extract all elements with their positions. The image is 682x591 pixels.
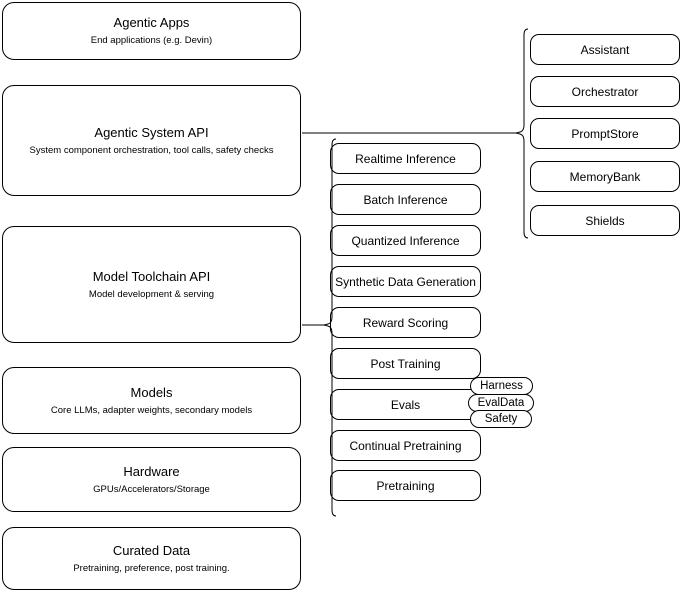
layer-hardware[interactable]: Hardware GPUs/Accelerators/Storage [2,447,301,512]
layer-agentic-system-api[interactable]: Agentic System API System component orch… [2,85,301,196]
toolchain-component-batch-inference[interactable]: Batch Inference [330,184,481,215]
pill-label: Harness [480,379,523,392]
layer-subtitle: End applications (e.g. Devin) [90,35,213,46]
layer-title: Hardware [123,463,180,479]
chip-label: Shields [585,213,625,228]
chip-label: Realtime Inference [355,151,456,166]
layer-title: Models [130,384,173,400]
layer-subtitle: Model development & serving [88,288,215,300]
chip-label: Reward Scoring [362,315,449,330]
system-component-promptstore[interactable]: PromptStore [530,118,680,149]
chip-label: Continual Pretraining [349,438,462,453]
chip-label: Batch Inference [363,192,448,207]
system-components-brace [515,28,529,239]
layer-title: Model Toolchain API [92,268,211,284]
layer-title: Curated Data [112,542,191,558]
chip-label: MemoryBank [569,169,641,184]
system-component-memorybank[interactable]: MemoryBank [530,161,680,192]
pill-label: Safety [484,412,518,425]
layer-models[interactable]: Models Core LLMs, adapter weights, secon… [2,367,301,434]
chip-label: Evals [390,397,421,412]
chip-label: Post Training [370,356,441,371]
toolchain-component-post-training[interactable]: Post Training [330,348,481,379]
layer-subtitle: Pretraining, preference, post training. [73,562,230,574]
layer-agentic-apps[interactable]: Agentic Apps End applications (e.g. Devi… [2,2,301,60]
toolchain-component-quantized-inference[interactable]: Quantized Inference [330,225,481,256]
eval-pill-safety[interactable]: Safety [470,410,532,428]
system-component-orchestrator[interactable]: Orchestrator [530,76,680,107]
layer-model-toolchain-api[interactable]: Model Toolchain API Model development & … [2,226,301,343]
toolchain-component-evals[interactable]: Evals [330,389,481,420]
eval-pill-harness[interactable]: Harness [470,377,533,395]
pill-label: EvalData [477,396,525,409]
system-component-shields[interactable]: Shields [530,205,680,236]
layer-subtitle: System component orchestration, tool cal… [29,144,274,156]
toolchain-component-pretraining[interactable]: Pretraining [330,470,481,501]
toolchain-component-realtime-inference[interactable]: Realtime Inference [330,143,481,174]
chip-label: Pretraining [376,478,435,493]
layer-subtitle: GPUs/Accelerators/Storage [93,483,210,495]
chip-label: Orchestrator [571,84,639,99]
chip-label: Quantized Inference [351,233,460,248]
chip-label: PromptStore [571,126,639,141]
toolchain-component-reward-scoring[interactable]: Reward Scoring [330,307,481,338]
layer-title: Agentic Apps [113,15,190,30]
toolchain-component-synthetic-data-generation[interactable]: Synthetic Data Generation [330,266,481,297]
layer-title: Agentic System API [94,124,209,140]
chip-label: Assistant [580,42,630,57]
layer-subtitle: Core LLMs, adapter weights, secondary mo… [50,404,253,416]
layer-curated-data[interactable]: Curated Data Pretraining, preference, po… [2,527,301,590]
system-component-assistant[interactable]: Assistant [530,34,680,65]
chip-label: Synthetic Data Generation [335,274,476,289]
toolchain-component-continual-pretraining[interactable]: Continual Pretraining [330,430,481,461]
